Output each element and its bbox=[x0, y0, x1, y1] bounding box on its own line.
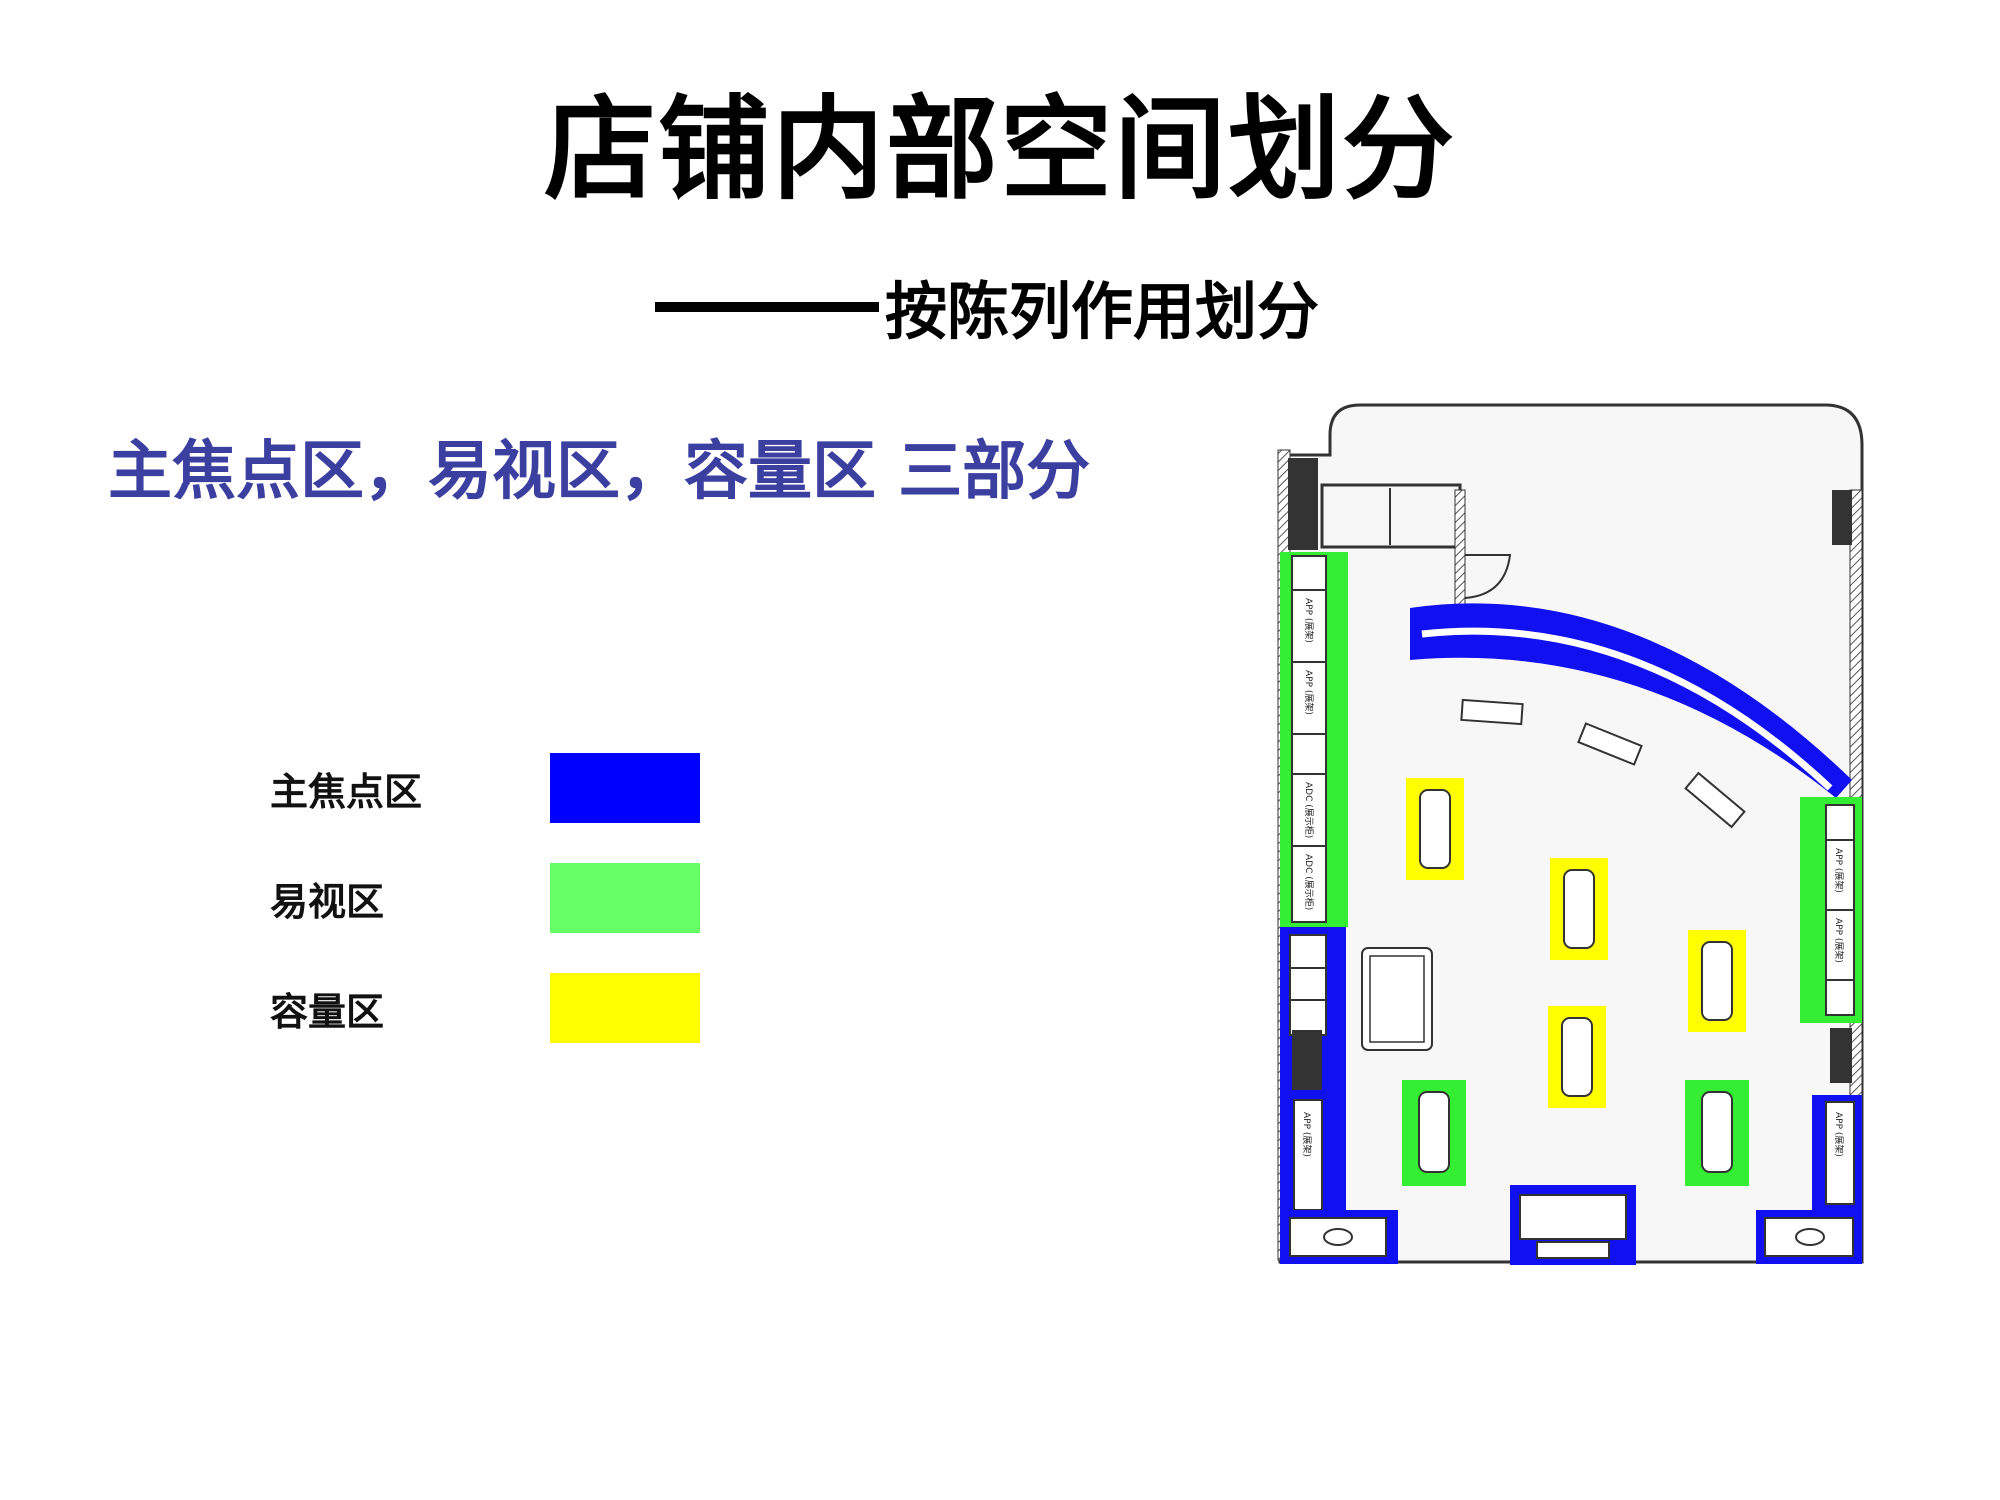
sink-left bbox=[1323, 1228, 1353, 1246]
page-title: 店铺内部空间划分 bbox=[544, 84, 1456, 215]
fixture-label-app: APP (展架) bbox=[1833, 848, 1844, 893]
sofa bbox=[1361, 947, 1433, 1051]
table-top bbox=[1701, 941, 1733, 1021]
store-floor bbox=[1278, 403, 1864, 1264]
subtitle-row: 按陈列作用划分 bbox=[655, 266, 1319, 348]
legend-item-visible: 易视区 bbox=[270, 862, 700, 934]
fixture-label-app: APP (展架) bbox=[1833, 1112, 1844, 1157]
subtitle: 按陈列作用划分 bbox=[885, 275, 1320, 348]
legend-swatch-capacity bbox=[550, 973, 700, 1043]
fixture-label-adc: ADC (展示柜) bbox=[1303, 782, 1315, 838]
table-top bbox=[1561, 1017, 1593, 1097]
cashier-right bbox=[1764, 1217, 1854, 1257]
legend-item-focus: 主焦点区 bbox=[270, 752, 700, 824]
intro-text: 主焦点区，易视区，容量区 三部分 bbox=[108, 434, 1091, 509]
door-frame bbox=[1454, 489, 1466, 619]
display-table bbox=[1577, 722, 1643, 766]
curved-shelf bbox=[1421, 627, 1833, 791]
fixture-label-app: APP (展架) bbox=[1301, 1112, 1312, 1157]
cashier-left bbox=[1289, 1217, 1387, 1257]
left-lower-shelves bbox=[1289, 934, 1327, 1036]
left-dark-block-mid bbox=[1292, 1030, 1322, 1090]
door-swing bbox=[1464, 554, 1512, 599]
display-table bbox=[1460, 698, 1524, 726]
legend-item-capacity: 容量区 bbox=[270, 972, 700, 1044]
table-top bbox=[1563, 869, 1595, 949]
left-dark-block-top bbox=[1288, 458, 1318, 550]
fixture-label-app: APP (展架) bbox=[1303, 598, 1314, 643]
subtitle-dash bbox=[655, 302, 879, 312]
left-shelf-dividers bbox=[1292, 589, 1326, 847]
fixture-label-app: APP (展架) bbox=[1833, 918, 1844, 963]
visible-tables bbox=[1402, 1080, 1749, 1186]
sofa-seat bbox=[1369, 955, 1425, 1043]
table-top bbox=[1418, 1091, 1450, 1173]
legend-swatch-focus bbox=[550, 753, 700, 823]
entrance-display bbox=[1519, 1194, 1627, 1240]
left-lower-app-shelf bbox=[1293, 1099, 1323, 1211]
right-dark-block-top bbox=[1832, 490, 1852, 545]
legend-label: 主焦点区 bbox=[270, 768, 423, 814]
legend-swatch-visible bbox=[550, 863, 700, 933]
left-shelf-strip bbox=[1291, 555, 1327, 923]
table-top bbox=[1419, 789, 1451, 869]
sink-right bbox=[1795, 1228, 1825, 1246]
store-floor-plan: APP (展架) APP (展架) ADC (展示柜) ADC (展示柜) AP… bbox=[1277, 403, 1864, 1265]
fixture-label-adc: ADC (展示柜) bbox=[1303, 854, 1315, 910]
zone-focus-curve bbox=[1410, 603, 1852, 798]
capacity-tables bbox=[1406, 778, 1746, 1108]
right-lower-app-shelf bbox=[1825, 1101, 1855, 1205]
display-table bbox=[1684, 771, 1746, 829]
legend-label: 容量区 bbox=[270, 988, 385, 1034]
table-top bbox=[1701, 1091, 1733, 1173]
fixture-label-app: APP (展架) bbox=[1303, 670, 1314, 715]
right-dark-block-mid bbox=[1830, 1028, 1852, 1083]
entrance-step bbox=[1536, 1241, 1610, 1259]
legend-label: 易视区 bbox=[270, 878, 385, 924]
